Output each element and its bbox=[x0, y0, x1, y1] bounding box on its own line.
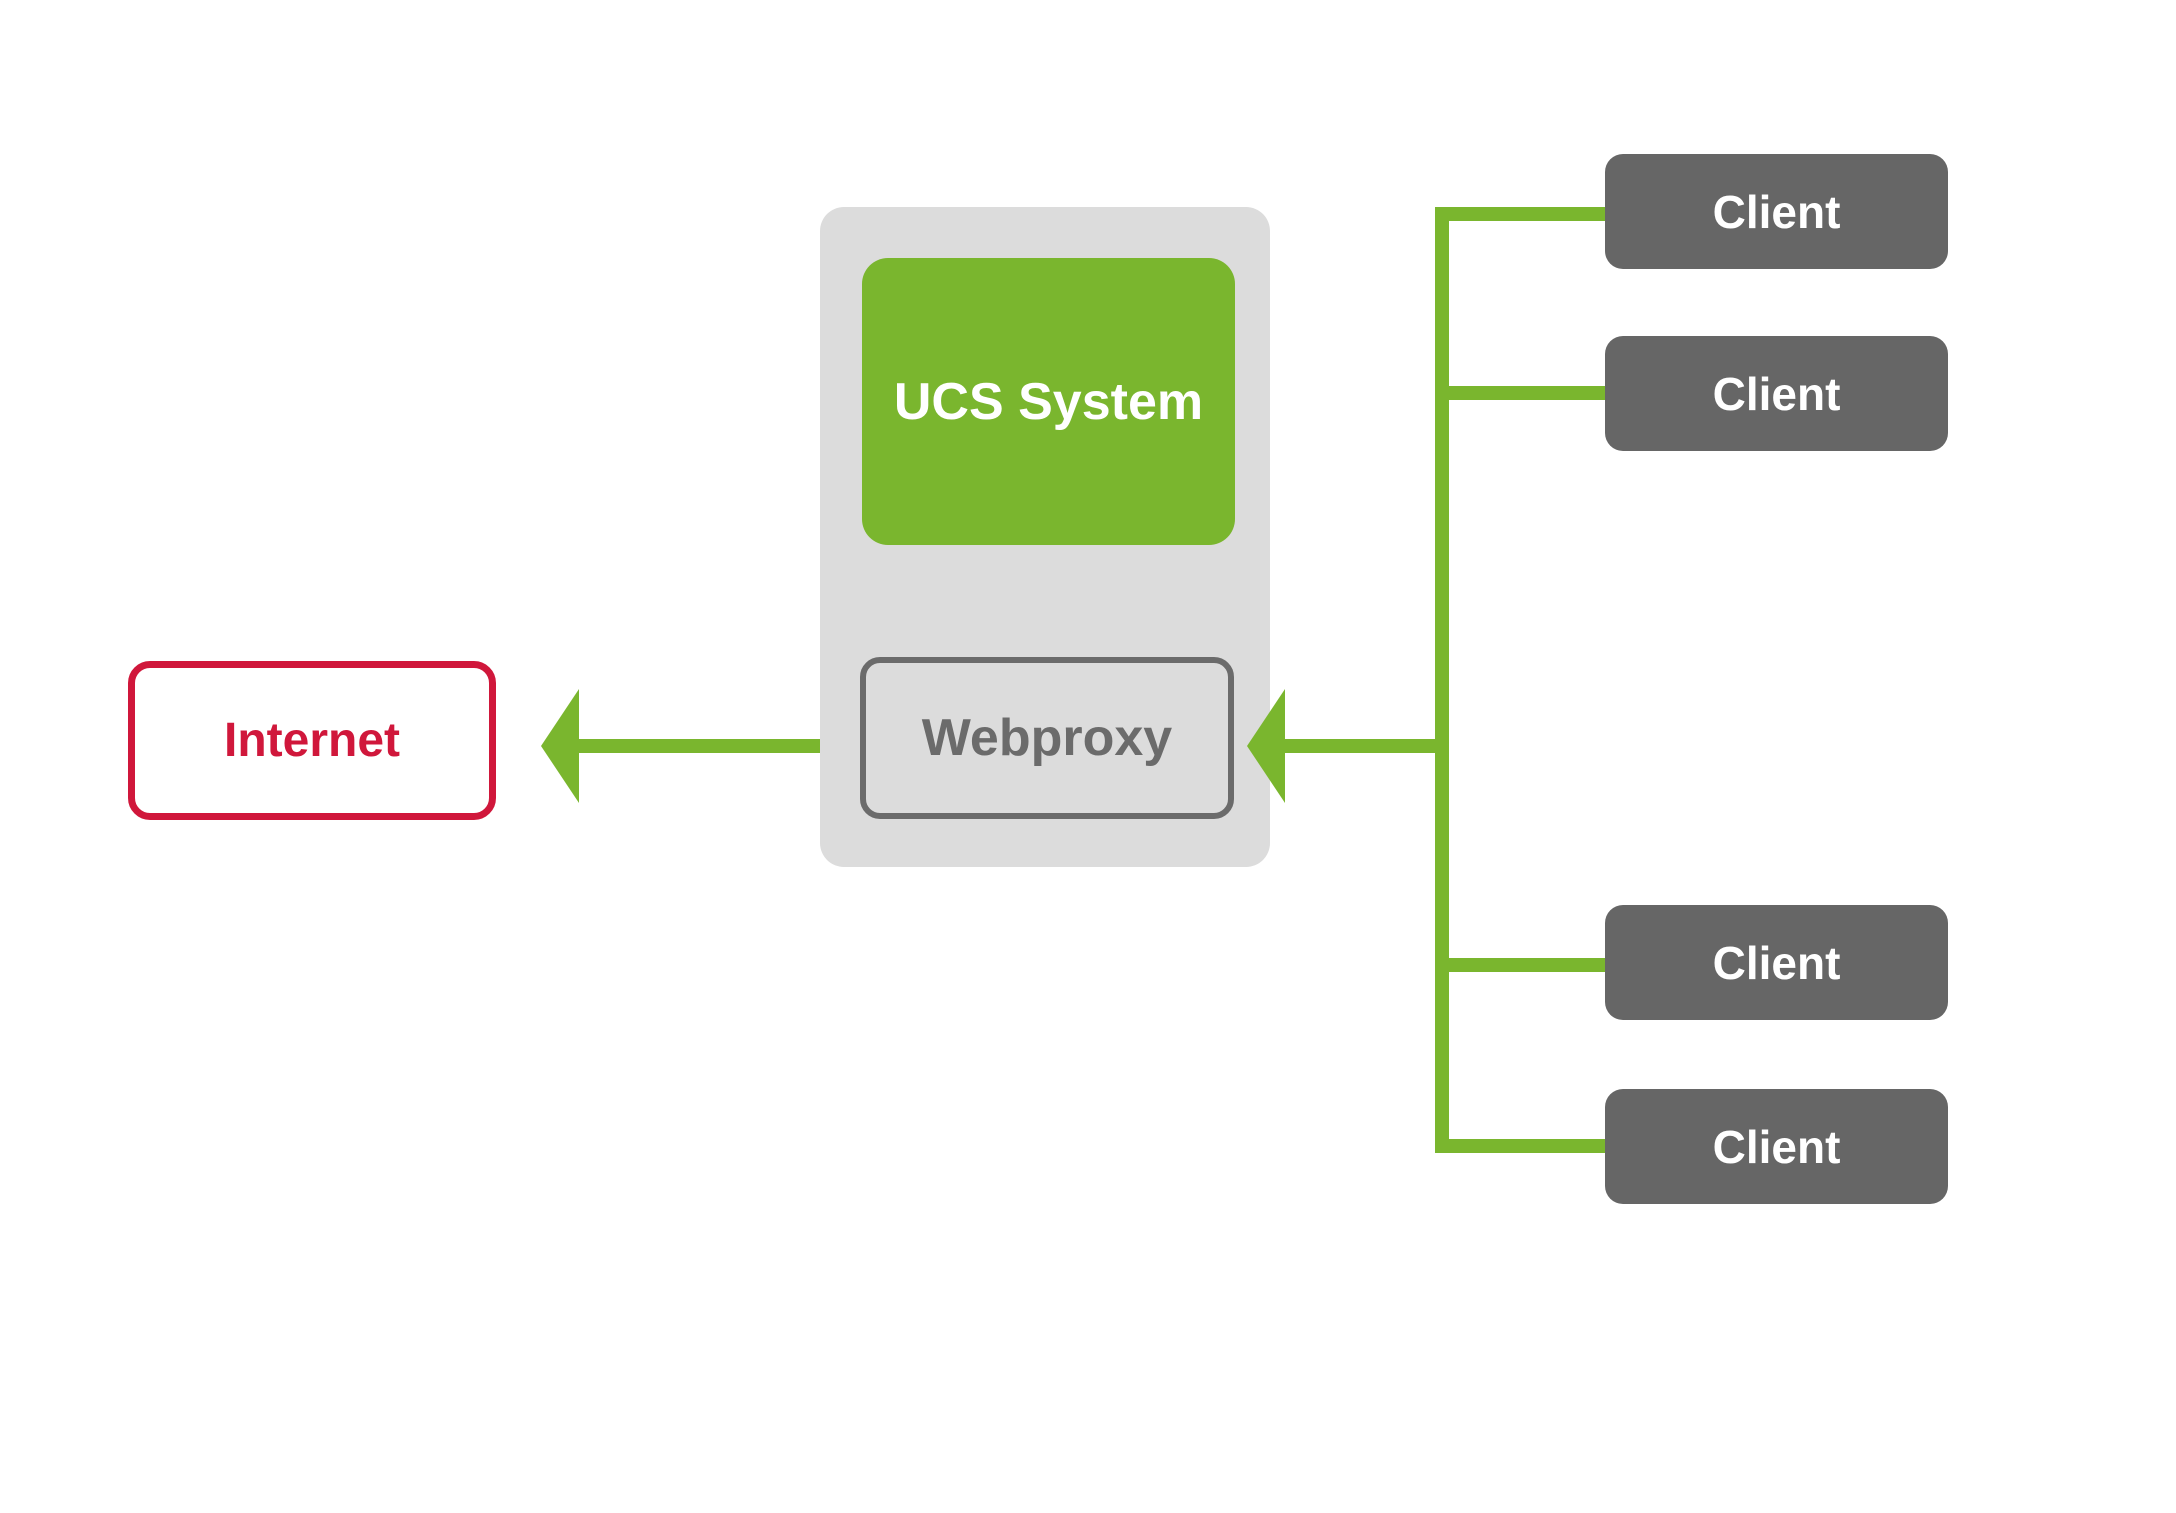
internet-arrow-line bbox=[575, 739, 820, 753]
client-3-branch-line bbox=[1435, 958, 1605, 972]
client-4-label: Client bbox=[1712, 1120, 1841, 1173]
webproxy-arrow-line bbox=[1281, 739, 1449, 753]
client-node-2: Client bbox=[1605, 336, 1948, 451]
client-2-branch-line bbox=[1435, 386, 1605, 400]
ucs-system-node: UCS System bbox=[862, 258, 1235, 545]
client-node-3: Client bbox=[1605, 905, 1948, 1020]
webproxy-node: Webproxy bbox=[860, 657, 1234, 819]
webproxy-label: Webproxy bbox=[921, 709, 1173, 767]
client-node-1: Client bbox=[1605, 154, 1948, 269]
webproxy-arrowhead-icon bbox=[1247, 689, 1285, 803]
client-2-label: Client bbox=[1712, 367, 1841, 420]
client-1-label: Client bbox=[1712, 185, 1841, 238]
client-4-branch-line bbox=[1435, 1139, 1605, 1153]
internet-node: Internet bbox=[128, 661, 496, 820]
client-3-label: Client bbox=[1712, 936, 1841, 989]
client-1-branch-line bbox=[1435, 207, 1605, 221]
clients-trunk-line bbox=[1435, 207, 1449, 1153]
internet-arrowhead-icon bbox=[541, 689, 579, 803]
internet-label: Internet bbox=[223, 714, 400, 767]
client-node-4: Client bbox=[1605, 1089, 1948, 1204]
ucs-system-label: UCS System bbox=[893, 372, 1204, 431]
